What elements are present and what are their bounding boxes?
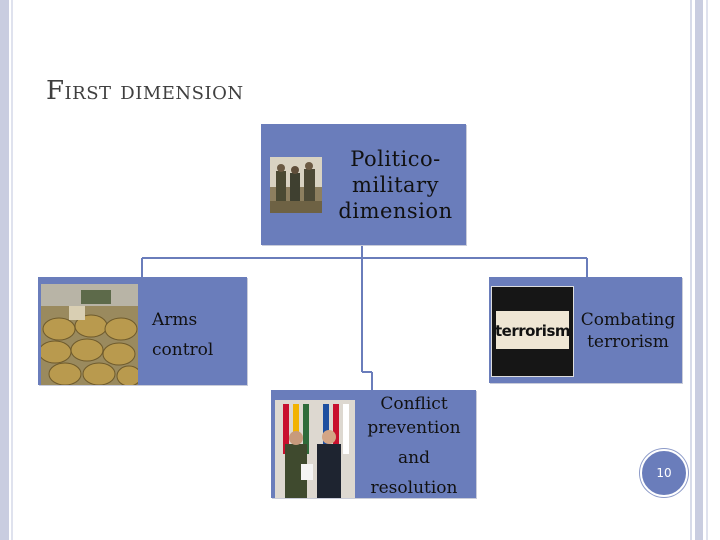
conflict-label-line-4: resolution <box>370 478 458 498</box>
combating-terrorism-label: Combating terrorism <box>572 309 684 353</box>
conflict-label-line-3: and <box>398 448 430 468</box>
officials-photo <box>275 400 355 498</box>
terrorism-photo: terrorism <box>491 286 574 377</box>
root-node-label: Politico- military dimension <box>323 146 468 224</box>
conflict-label-line-2: prevention <box>367 418 461 438</box>
child-node-arms-control: Arms control <box>38 277 247 385</box>
terror-label-line-2: terrorism <box>587 332 669 352</box>
arms-control-label: Arms control <box>152 305 238 365</box>
right-decorative-rule <box>695 0 703 540</box>
terror-label-line-1: Combating <box>580 310 676 330</box>
root-node-politico-military: Politico- military dimension <box>261 124 466 245</box>
root-label-line-1: Politico- <box>350 147 441 171</box>
conflict-prevention-label: Conflict prevention and resolution <box>353 392 475 500</box>
left-decorative-rule <box>0 0 9 540</box>
conflict-label-line-1: Conflict <box>380 394 448 414</box>
slide-title: First dimension <box>46 76 244 106</box>
ammunition-photo <box>41 284 138 385</box>
page-number-badge: 10 <box>640 449 688 497</box>
child-node-conflict-prevention: Conflict prevention and resolution <box>271 390 476 498</box>
root-label-line-3: dimension <box>338 199 453 223</box>
arms-label-line-2: control <box>152 340 214 360</box>
root-label-line-2: military <box>352 173 439 197</box>
child-node-combating-terrorism: terrorism Combating terrorism <box>489 277 682 383</box>
left-decorative-rule-thin <box>11 0 13 540</box>
right-decorative-rule-outer <box>706 0 708 540</box>
soldiers-photo <box>270 157 322 213</box>
terrorism-photo-text: terrorism <box>495 322 570 340</box>
arms-label-line-1: Arms <box>152 310 198 330</box>
right-decorative-rule-thin <box>690 0 692 540</box>
